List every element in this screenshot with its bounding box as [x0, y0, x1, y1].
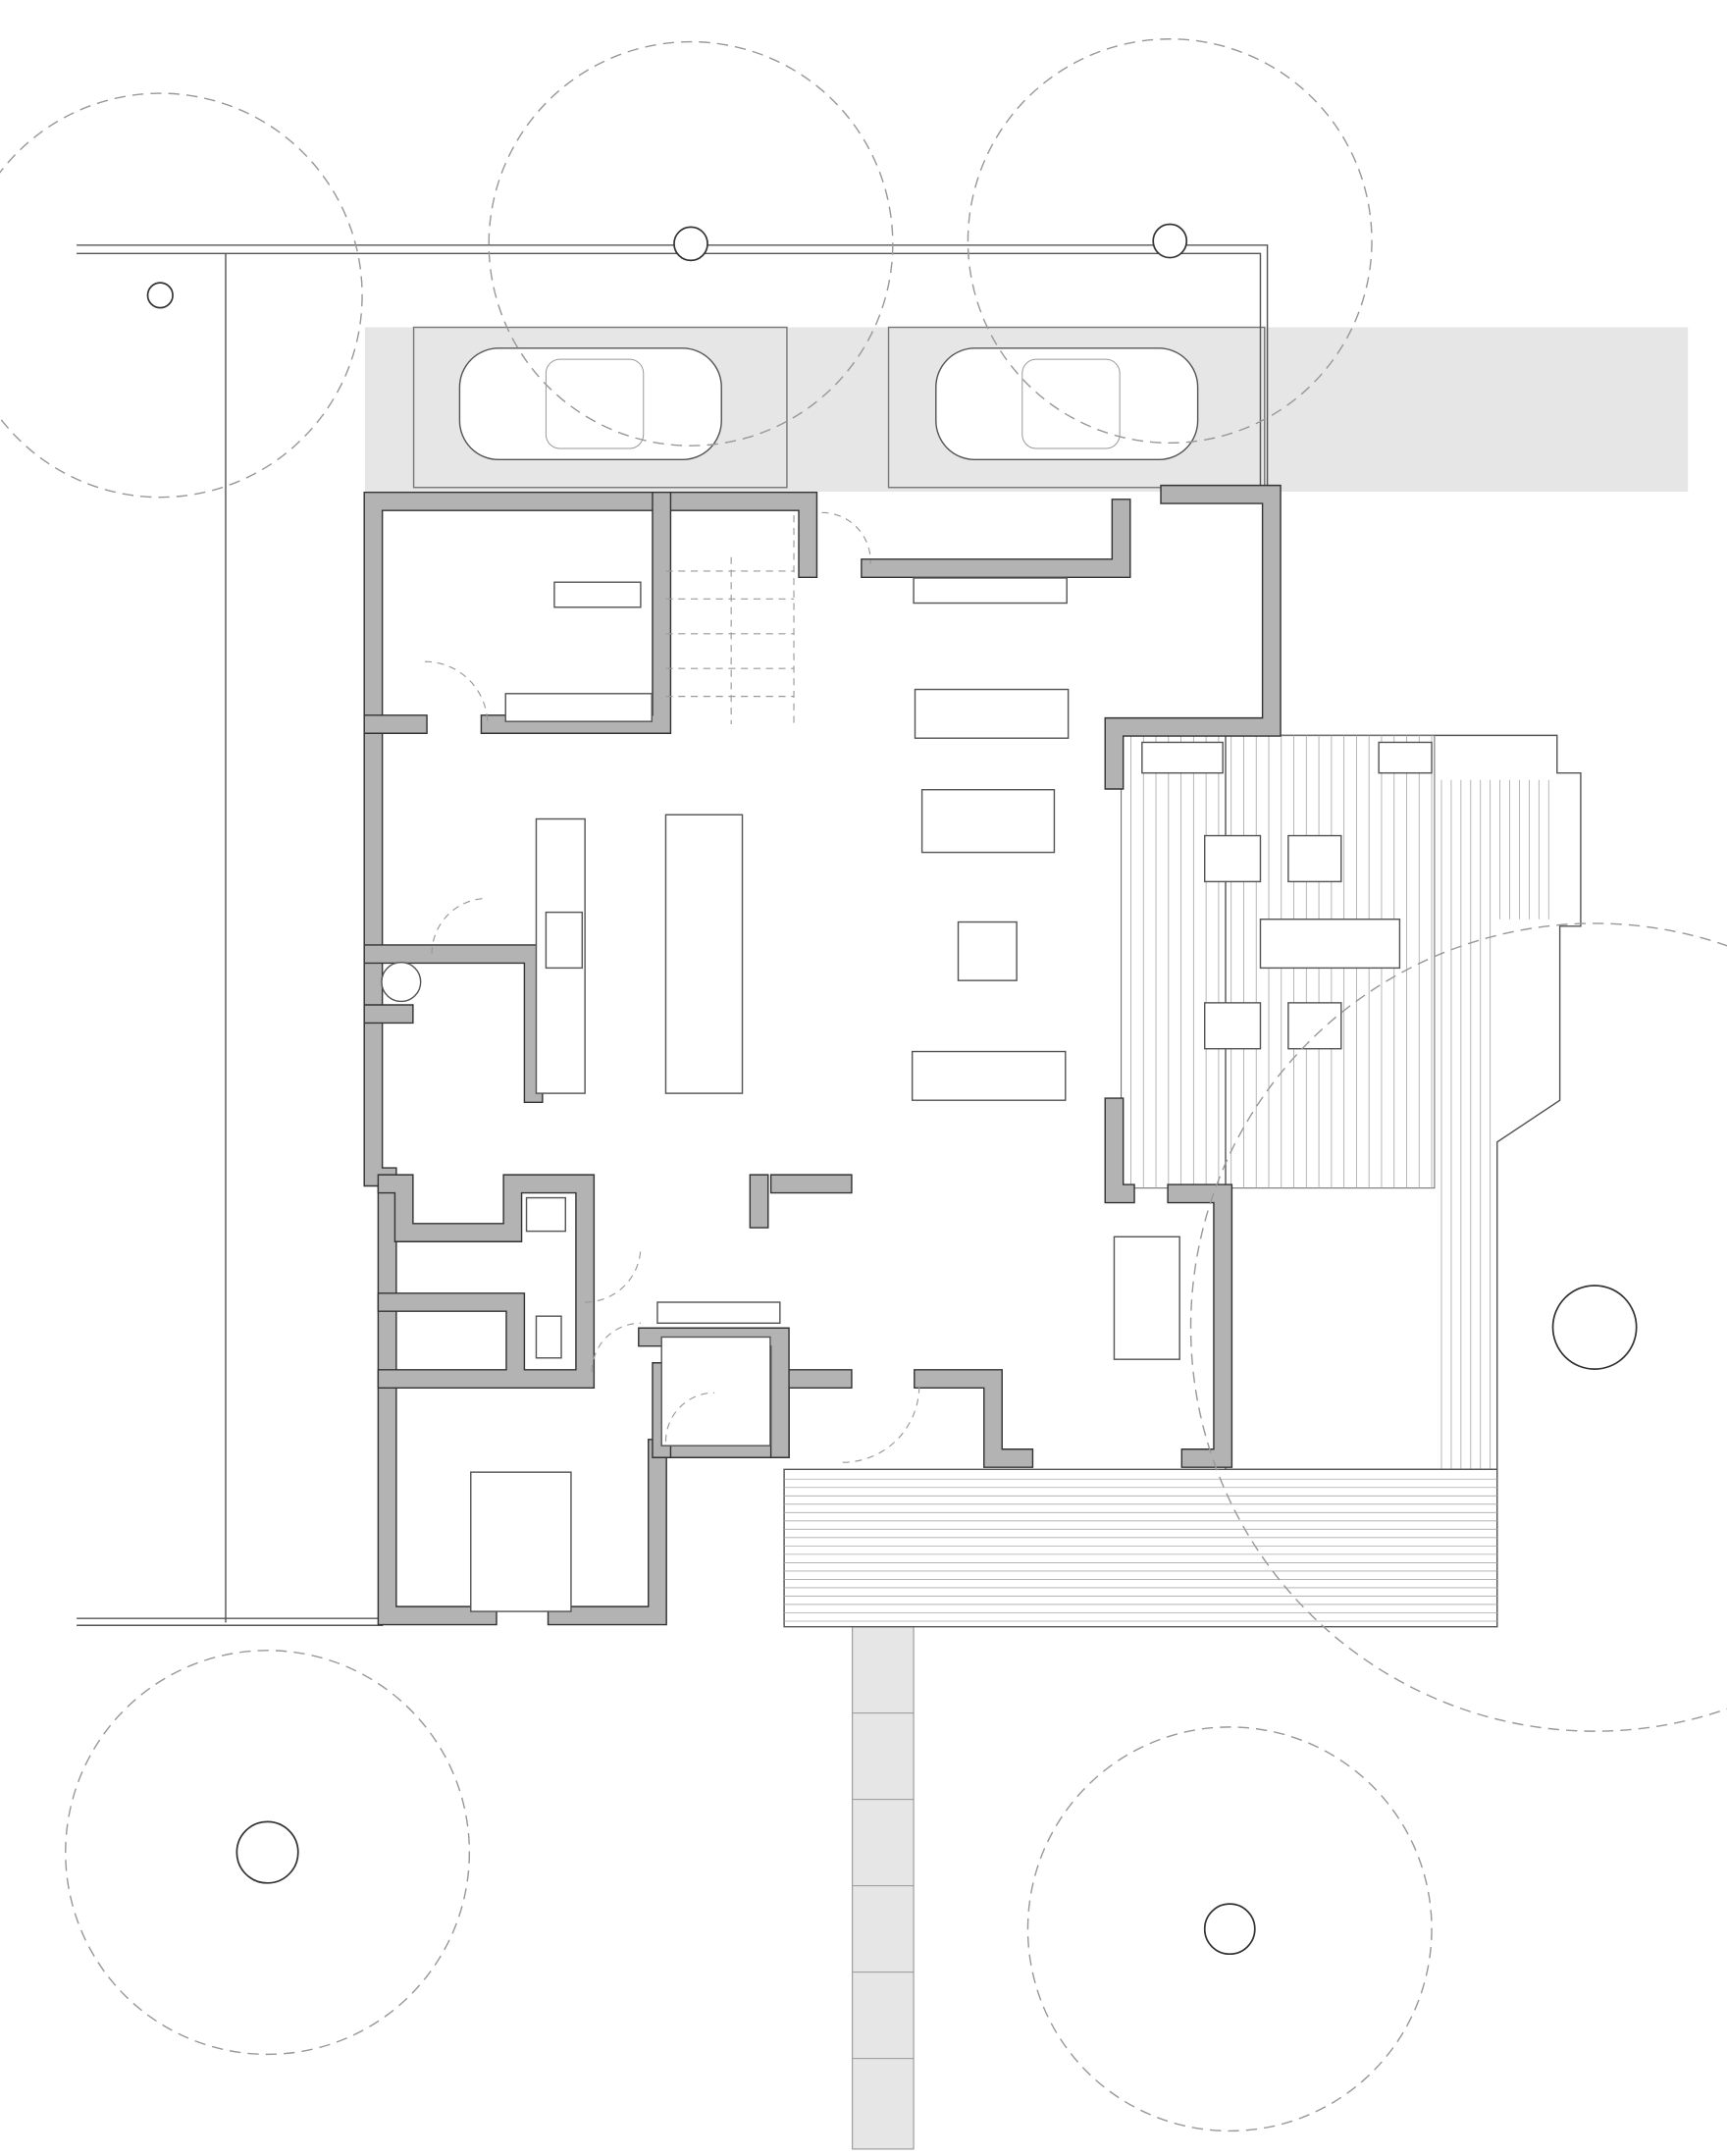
trees: [0, 38, 1727, 2132]
toilet: [535, 1315, 562, 1359]
tree-canopy: [1189, 922, 1727, 1732]
tree-trunk: [146, 282, 174, 309]
kitchen-island: [664, 814, 744, 1094]
tree-trunk: [1152, 223, 1188, 259]
sofa-south: [911, 1050, 1067, 1101]
tree-canopy: [488, 40, 894, 447]
parked-cars: [458, 347, 1199, 461]
bed: [470, 1471, 572, 1612]
shelf: [656, 1301, 781, 1324]
property-lines: [77, 244, 1269, 1626]
tree-canopy: [0, 92, 363, 499]
rug: [920, 789, 1056, 854]
tree-canopy: [967, 38, 1373, 445]
coffee-table: [957, 920, 1018, 981]
desk: [553, 581, 642, 608]
sink: [525, 1196, 566, 1233]
sofa-north: [914, 688, 1070, 739]
dining-table: [1113, 1236, 1180, 1360]
stairs: [665, 515, 795, 725]
door-swings: [424, 511, 920, 1463]
washer: [381, 961, 422, 1003]
tree-canopy: [65, 1650, 471, 2056]
cooktop: [545, 911, 584, 970]
dresser: [504, 693, 653, 722]
tree-trunk: [1551, 1285, 1638, 1370]
bench: [913, 577, 1068, 605]
closet: [660, 1336, 771, 1446]
exterior-walls: [363, 484, 1282, 1626]
pergola: [1120, 734, 1436, 1189]
tree-trunk: [1203, 1903, 1256, 1956]
tree-trunk: [673, 226, 708, 262]
deck-south: [783, 1468, 1498, 1628]
tree-trunk: [236, 1820, 299, 1884]
deck-east: [1225, 734, 1582, 1471]
stepping-stone-path: [852, 1626, 915, 2150]
tree-canopy: [1026, 1726, 1433, 2132]
furniture: [381, 577, 1180, 1612]
